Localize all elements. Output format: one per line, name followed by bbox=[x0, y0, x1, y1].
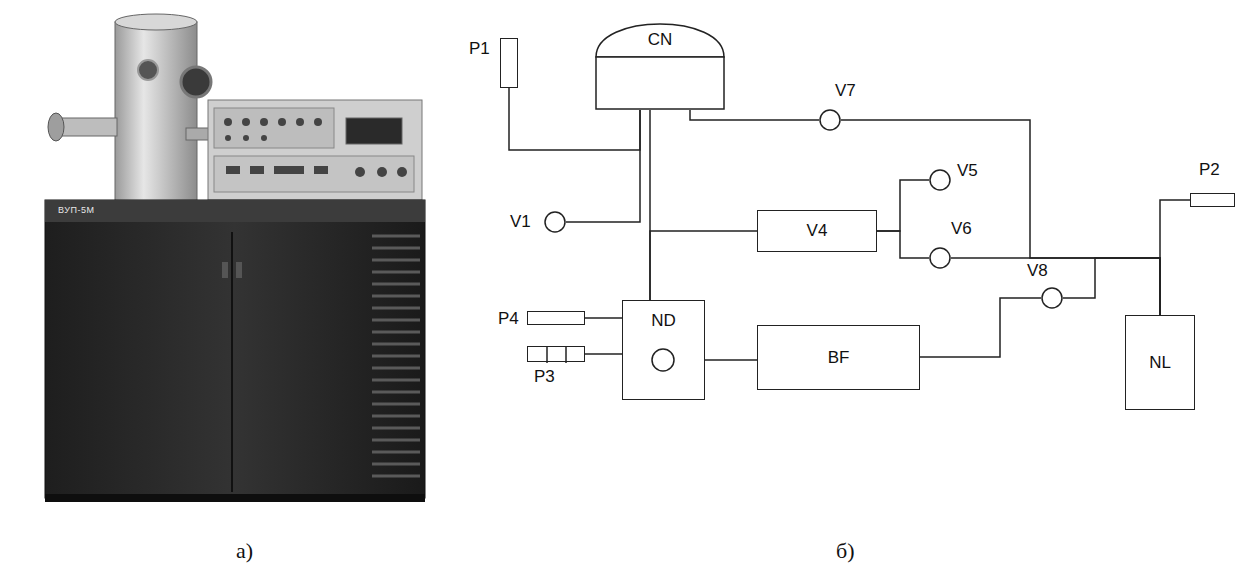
cabinet bbox=[45, 200, 425, 502]
model-plate: ВУП-5М bbox=[58, 205, 94, 215]
valve-symbol: V1 bbox=[544, 211, 566, 233]
valve-symbol: V6 bbox=[929, 247, 951, 269]
gauge-sensor: P4 bbox=[527, 311, 585, 325]
panel-letter: а) bbox=[236, 538, 253, 564]
pipe-line bbox=[1160, 200, 1190, 315]
part-label: P1 bbox=[469, 39, 490, 59]
shape-outline bbox=[819, 109, 841, 131]
unit-name: NL bbox=[1126, 353, 1194, 373]
part-label: V1 bbox=[510, 212, 531, 232]
unit-name: ND bbox=[623, 311, 704, 331]
unit-name: V4 bbox=[758, 221, 876, 241]
pipe-line bbox=[841, 120, 1160, 315]
part-label: P3 bbox=[534, 367, 555, 387]
control-console bbox=[208, 100, 422, 200]
pipe-line bbox=[690, 110, 819, 120]
unit-box: V4 bbox=[757, 210, 877, 252]
pipe-line bbox=[877, 231, 929, 258]
pipe-line bbox=[920, 298, 1041, 357]
part-label: V6 bbox=[951, 219, 972, 239]
shape-outline bbox=[544, 211, 566, 233]
shape-outline bbox=[528, 347, 586, 363]
unit-box: NL bbox=[1125, 315, 1195, 410]
pipe-line bbox=[650, 231, 757, 300]
panel-letter: б) bbox=[836, 538, 855, 564]
valve-symbol: V7 bbox=[819, 109, 841, 131]
pipe-line bbox=[566, 110, 640, 222]
part-label: V7 bbox=[835, 81, 856, 101]
unit-name: CN bbox=[595, 30, 725, 50]
pipe-line bbox=[585, 353, 622, 355]
part-label: P2 bbox=[1199, 160, 1220, 180]
part-label: V5 bbox=[957, 161, 978, 181]
part-label: P4 bbox=[498, 309, 519, 329]
gauge-sensor: P3 bbox=[527, 346, 585, 362]
pipe-line bbox=[585, 317, 622, 319]
shape-outline bbox=[1041, 287, 1063, 309]
shape-outline bbox=[929, 169, 951, 191]
part-label: V8 bbox=[1027, 261, 1048, 281]
pipe-line bbox=[705, 359, 757, 361]
gauge-sensor: P2 bbox=[1190, 193, 1235, 207]
chamber-dome: CN bbox=[595, 15, 725, 110]
valve-symbol: V5 bbox=[929, 169, 951, 191]
shape-outline bbox=[929, 247, 951, 269]
pipe-line bbox=[1063, 258, 1160, 315]
vacuum-chamber bbox=[48, 14, 212, 202]
pipe-line bbox=[951, 258, 1160, 315]
pipe-line bbox=[877, 180, 929, 231]
gauge-sensor: P1 bbox=[500, 38, 518, 88]
pump-box: ND bbox=[622, 300, 705, 400]
shape-outline bbox=[595, 15, 725, 110]
unit-box: BF bbox=[757, 325, 920, 390]
valve-symbol: V8 bbox=[1041, 287, 1063, 309]
unit-name: BF bbox=[758, 348, 919, 368]
